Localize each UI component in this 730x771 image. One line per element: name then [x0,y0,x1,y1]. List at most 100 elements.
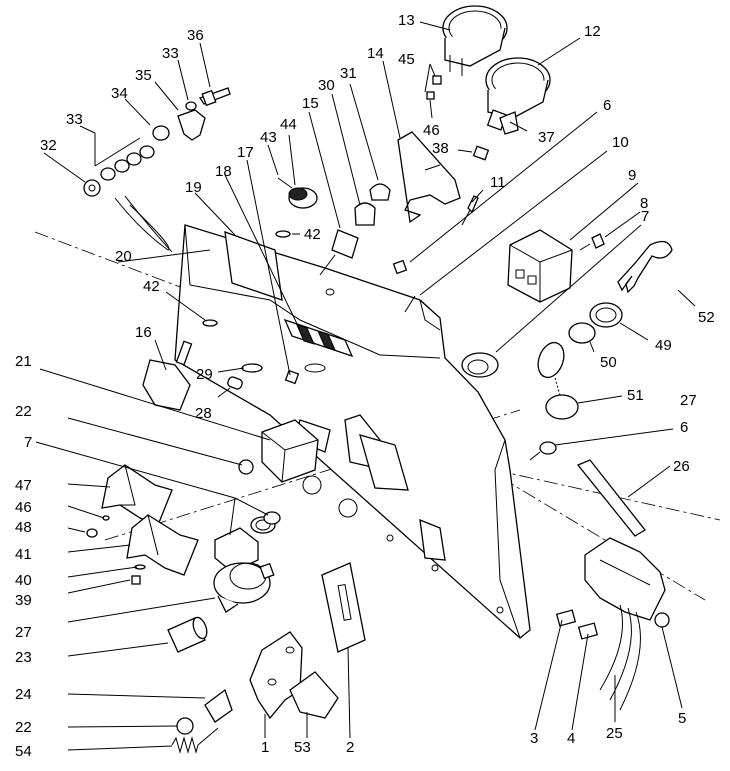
harness-connector-25 [584,537,666,711]
callout-7-right: 7 [641,208,649,225]
callout-33-right: 33 [162,45,179,62]
callout-32: 32 [40,137,57,154]
callout-23: 23 [15,649,32,666]
callout-3: 3 [530,730,538,747]
callout-42-lower: 42 [143,278,160,295]
plate-2 [321,562,366,653]
cap-51 [537,341,579,420]
lever-bracket-1 [204,631,303,723]
callout-38: 38 [432,140,449,157]
callout-53: 53 [294,739,311,756]
small-nuts [86,515,146,585]
callout-7-left: 7 [24,434,32,451]
screw-6-upper [392,259,408,275]
callout-31: 31 [340,65,357,82]
screw-6-lower [529,441,557,461]
callout-36: 36 [187,27,204,44]
callout-30: 30 [318,77,335,94]
ignition-switch-27 [213,562,275,613]
indicator-lamp [319,183,391,276]
callout-34: 34 [111,85,128,102]
screw-10 [404,295,416,313]
spring-54 [171,727,219,754]
callout-25: 25 [606,725,623,742]
callout-14: 14 [367,45,384,62]
callout-13: 13 [398,12,415,29]
callout-5: 5 [678,710,686,727]
callout-49: 49 [655,337,672,354]
callout-11: 11 [490,174,506,191]
callout-46-upper: 46 [423,122,440,139]
throttle-cable [114,195,173,253]
callout-51: 51 [627,387,644,404]
key-52 [617,240,673,294]
callout-6-upper: 6 [603,97,611,114]
cover-41 [126,514,199,576]
callout-47: 47 [15,477,32,494]
callout-21: 21 [15,353,32,370]
clip-42-upper [275,230,291,238]
nut-upper [284,369,300,385]
callout-labels: 1 2 3 4 5 6 6 7 7 8 9 10 11 12 13 14 15 … [15,12,715,760]
callout-16: 16 [135,324,152,341]
callout-1: 1 [261,739,269,756]
callout-6-lower: 6 [680,419,688,436]
callout-20: 20 [115,248,132,265]
grommet-29 [241,363,263,373]
bolt-11 [461,195,479,226]
callout-42-upper: 42 [304,226,321,243]
callout-2: 2 [346,739,354,756]
callout-50: 50 [600,354,617,371]
spring-26 [576,459,646,537]
relay-16 [142,340,193,411]
bezel-49 [589,302,623,328]
pedal-53 [289,671,339,719]
gauge-fuel [485,57,551,135]
callout-35: 35 [135,67,152,84]
callout-22-upper: 22 [15,403,32,420]
callout-8: 8 [640,195,648,212]
callout-28: 28 [195,405,212,422]
callout-4: 4 [567,730,575,747]
dash-panel [174,224,531,639]
washer-stack [83,87,231,197]
callout-22-lower: 22 [15,719,32,736]
callout-33-left: 33 [66,111,83,128]
callout-40: 40 [15,572,32,589]
bolt-8 [579,233,605,251]
callout-37: 37 [538,129,555,146]
choke-knob [277,177,318,209]
callout-46-lower: 46 [15,499,32,516]
leader-lines [35,21,696,751]
switch-21 [261,419,319,483]
callout-27-right: 27 [680,392,697,409]
callout-29: 29 [196,366,213,383]
callout-48: 48 [15,519,32,536]
callout-17: 17 [237,144,254,161]
callout-45: 45 [398,51,415,68]
ring-50 [568,322,596,344]
cover-47 [101,464,173,526]
terminals-3-4 [555,609,599,640]
callout-43: 43 [260,129,277,146]
callout-24: 24 [15,686,32,703]
nut-22-upper [238,459,254,475]
callout-9: 9 [628,167,636,184]
callout-44: 44 [280,116,297,133]
nut-22-lower [176,717,194,735]
fuse-block-9 [507,229,573,303]
callout-39: 39 [15,592,32,609]
callout-52: 52 [698,309,715,326]
grommet-28 [227,376,243,390]
callout-26: 26 [673,458,690,475]
callout-41: 41 [15,546,32,563]
light-switch-7 [214,511,281,573]
spacer-23 [167,616,208,653]
callout-27-left: 27 [15,624,32,641]
callout-19: 19 [185,179,202,196]
callout-18: 18 [215,163,232,180]
nut-5 [654,612,670,628]
callout-10: 10 [612,134,629,151]
clip-42-lower [202,319,218,327]
